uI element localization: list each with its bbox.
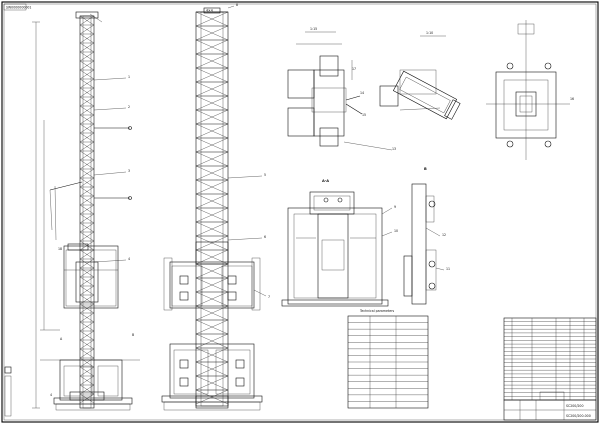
svg-text:SC200/200: SC200/200 [566, 404, 584, 408]
balloon-label: 16 [570, 97, 574, 101]
svg-text:Technical parameters: Technical parameters [359, 309, 394, 313]
balloon-label: 1 [128, 75, 130, 79]
svg-text:1:10: 1:10 [426, 31, 433, 35]
balloon-label: 2 [128, 105, 130, 109]
svg-text:B: B [132, 333, 134, 337]
balloon-label: 8 [236, 3, 238, 7]
balloon-label: 17 [352, 67, 356, 71]
inner-border [3, 3, 597, 421]
balloon-label: 15 [362, 113, 366, 117]
parts-list-table [503, 317, 597, 401]
balloon-label: 12 [442, 233, 446, 237]
balloon-label: 11 [446, 267, 450, 271]
left-strip [4, 375, 12, 417]
svg-text:1:15: 1:15 [310, 27, 317, 31]
balloon-label: 7 [268, 295, 270, 299]
balloon-label: 4 [128, 257, 130, 261]
section-a-a: A-A [281, 179, 393, 307]
balloon-label: 3 [128, 169, 130, 173]
elevation-view-left: 4 [32, 11, 140, 411]
spec-table: Technical parameters [347, 309, 429, 409]
balloon-label: 18 [58, 247, 62, 251]
balloon-label: 10 [394, 229, 398, 233]
section-b: B [403, 167, 445, 305]
svg-text:SC200/200-000: SC200/200-000 [566, 414, 591, 418]
top-view-plan [486, 20, 570, 160]
elevation-view-front: 4×4 [161, 5, 267, 411]
top-view-rotated: 1:10 [379, 31, 461, 120]
title-block: SC200/200 SC200/200-000 [503, 391, 597, 421]
svg-text:A: A [60, 337, 63, 341]
svg-text:B: B [424, 167, 427, 171]
balloon-label: 14 [360, 91, 364, 95]
balloon-label: 13 [392, 147, 396, 151]
balloon-label: 6 [264, 235, 266, 239]
svg-text:4: 4 [50, 393, 52, 397]
stamp-text: SW0000000001 [6, 6, 31, 10]
balloon-label: 5 [264, 173, 266, 177]
svg-text:4×4: 4×4 [206, 9, 213, 13]
corner-symbol [4, 366, 12, 374]
svg-text:A-A: A-A [322, 179, 329, 183]
balloon-label: 9 [394, 205, 396, 209]
top-view-cages: 1:15 [287, 27, 393, 151]
stamp-box [3, 3, 27, 11]
